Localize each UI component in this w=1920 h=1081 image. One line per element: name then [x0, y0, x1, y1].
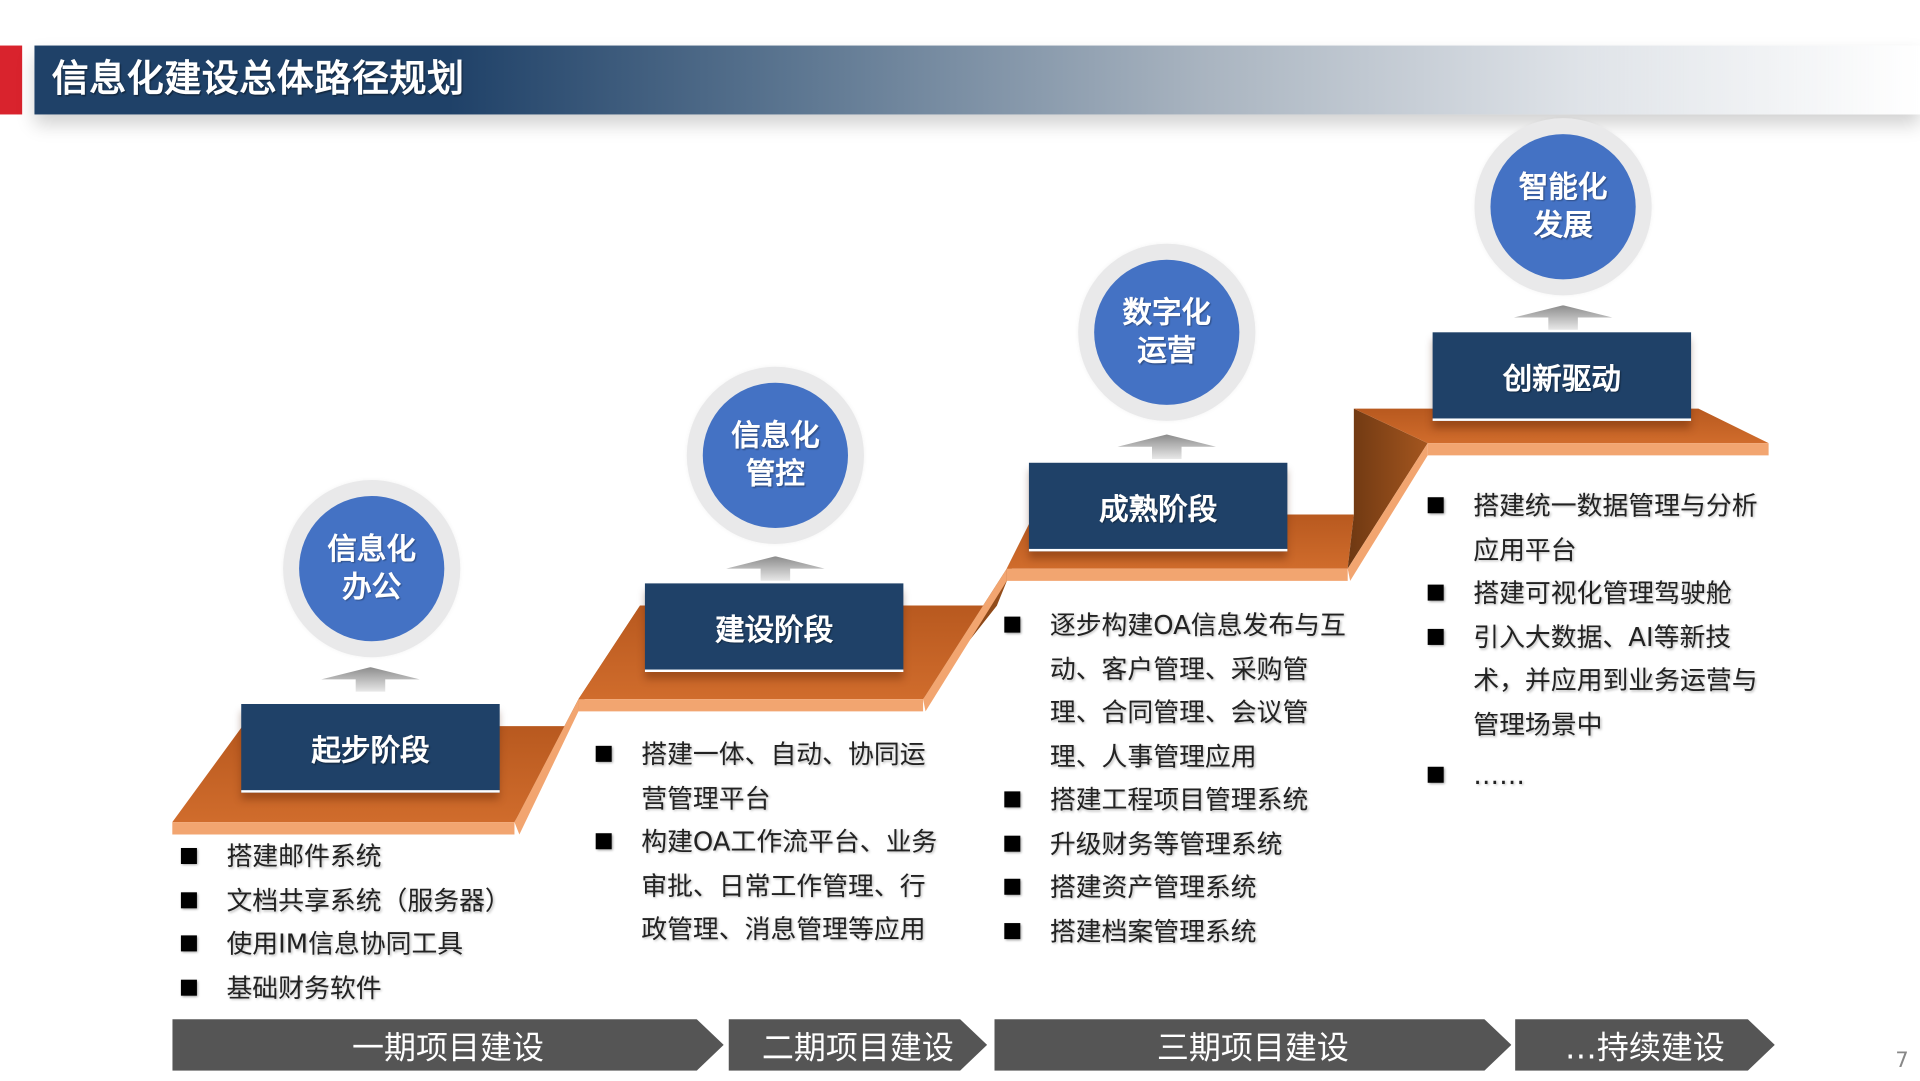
stage-2-list: 搭建一体、自动、协同运营管理平台 构建OA工作流平台、业务审批、日常工作管理、行…	[587, 734, 944, 952]
bullet-square-icon	[180, 847, 197, 864]
bullet-square-icon	[180, 979, 197, 996]
goal-circle-2: 信息化 管控	[686, 366, 864, 544]
up-arrow-icon	[1117, 434, 1216, 460]
goal-1-line1: 信息化	[327, 531, 416, 567]
stage-1-list: 搭建邮件系统 文档共享系统（服务器） 使用IM信息协同工具 基础财务软件	[172, 836, 541, 1011]
goal-4-line1: 智能化	[1518, 169, 1608, 205]
bullet-square-icon	[595, 833, 612, 850]
bullet-square-icon	[595, 745, 612, 762]
list-item: 文档共享系统（服务器）	[172, 879, 541, 923]
stage-box-4: 创新驱动	[1432, 332, 1692, 421]
goal-4-line2: 发展	[1533, 207, 1593, 243]
up-arrow-icon	[321, 667, 420, 692]
list-item: 升级财务等管理系统	[996, 823, 1353, 867]
list-item: 搭建可视化管理驾驶舱	[1419, 572, 1776, 616]
list-item: 搭建统一数据管理与分析应用平台	[1419, 485, 1776, 572]
phase-arrow-1: 一期项目建设	[172, 1019, 723, 1071]
stage-4-list: 搭建统一数据管理与分析应用平台 搭建可视化管理驾驶舱 引入大数据、AI等新技术，…	[1419, 485, 1776, 798]
phase-arrow-4: …持续建设	[1515, 1019, 1775, 1071]
header-accent-strip	[0, 45, 23, 115]
goal-2-line2: 管控	[745, 456, 805, 492]
list-item: 搭建工程项目管理系统	[996, 779, 1353, 823]
bullet-square-icon	[1427, 584, 1444, 601]
list-item: 构建OA工作流平台、业务审批、日常工作管理、行政管理、消息管理等应用	[587, 821, 944, 952]
list-item: 搭建档案管理系统	[996, 910, 1353, 954]
page-title: 信息化建设总体路径规划	[51, 57, 465, 101]
bullet-square-icon	[1427, 497, 1444, 514]
bullet-square-icon	[1004, 878, 1021, 895]
phase-arrow-3: 三期项目建设	[994, 1019, 1511, 1071]
goal-circle-1: 信息化 办公	[283, 479, 461, 658]
up-arrow-icon	[1513, 305, 1613, 330]
up-arrow-icon	[726, 556, 825, 581]
goal-3-line2: 运营	[1137, 333, 1197, 368]
bullet-square-icon	[1427, 628, 1444, 645]
list-item: 搭建邮件系统	[172, 836, 541, 880]
list-item: 引入大数据、AI等新技术，并应用到业务运营与管理场景中	[1419, 616, 1776, 747]
goal-3-line1: 数字化	[1122, 295, 1212, 330]
bullet-square-icon	[180, 891, 197, 908]
goal-circle-4: 智能化 发展	[1474, 118, 1652, 296]
phase-arrow-2: 二期项目建设	[729, 1019, 987, 1071]
goal-circle-3: 数字化 运营	[1078, 243, 1256, 421]
bullet-square-icon	[1004, 791, 1021, 808]
list-item: 使用IM信息协同工具	[172, 923, 541, 967]
list-item: ……	[1419, 754, 1776, 798]
goal-1-line2: 办公	[342, 569, 402, 605]
list-item: 搭建资产管理系统	[996, 866, 1353, 910]
stage-box-1: 起步阶段	[241, 703, 500, 793]
list-item: 搭建一体、自动、协同运营管理平台	[587, 734, 944, 821]
page-number: 7	[1895, 1048, 1909, 1074]
stage-box-3: 成熟阶段	[1028, 462, 1288, 552]
bullet-square-icon	[1427, 766, 1444, 783]
bullet-square-icon	[180, 935, 197, 952]
goal-circle-1-inner: 信息化 办公	[299, 495, 445, 642]
header-bar	[34, 45, 1920, 115]
bullet-square-icon	[1004, 922, 1021, 939]
list-item: 逐步构建OA信息发布与互动、客户管理、采购管理、合同管理、会议管理、人事管理应用	[996, 604, 1353, 779]
stage-3-list: 逐步构建OA信息发布与互动、客户管理、采购管理、合同管理、会议管理、人事管理应用…	[996, 604, 1353, 954]
bullet-square-icon	[1004, 835, 1021, 852]
goal-2-line1: 信息化	[731, 418, 820, 453]
list-item: 基础财务软件	[172, 967, 541, 1011]
bullet-square-icon	[1004, 616, 1021, 633]
stage-box-2: 建设阶段	[644, 583, 904, 672]
